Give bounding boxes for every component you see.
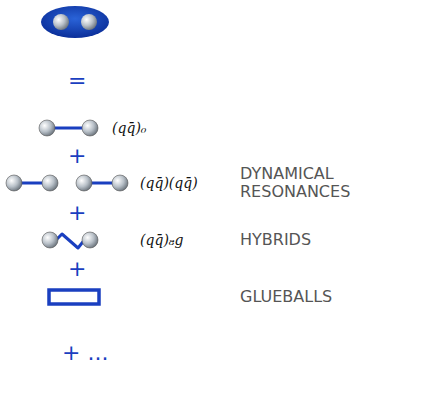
quark-ball: [42, 232, 58, 248]
hadron-blob: [41, 6, 109, 38]
plus-sign: +: [68, 143, 86, 168]
quark-ball: [82, 120, 98, 136]
formula-label: (qq̄)₈g: [140, 232, 183, 248]
quark-ball: [53, 14, 69, 30]
quark-ball: [76, 175, 92, 191]
formula-label: (qq̄)₀: [112, 120, 146, 136]
quark-ball: [42, 175, 58, 191]
plus-sign: +: [68, 200, 86, 225]
glueball-rect: [49, 290, 99, 304]
quark-ball: [81, 14, 97, 30]
quark-ball: [112, 175, 128, 191]
quark-ball: [6, 175, 22, 191]
formula-label: (qq̄)(qq̄): [140, 175, 198, 191]
plus-sign: +: [68, 256, 86, 281]
category-label: DYNAMICAL RESONANCES: [240, 165, 375, 200]
plus-sign: + ...: [62, 340, 108, 365]
quark-ball: [39, 120, 55, 136]
category-label: HYBRIDS: [240, 231, 311, 249]
category-label: GLUEBALLS: [240, 288, 332, 306]
quark-ball: [82, 232, 98, 248]
equals-sign: =: [68, 68, 86, 93]
